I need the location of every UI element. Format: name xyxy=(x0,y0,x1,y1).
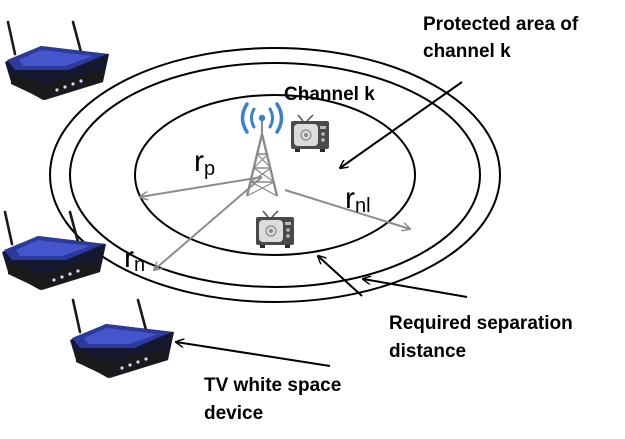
broadcast-tower-icon xyxy=(240,102,284,197)
protected-area-ring xyxy=(134,94,416,256)
radius-rp-label: rp xyxy=(194,145,216,181)
device-label-line2: device xyxy=(204,403,264,424)
television-icon-top xyxy=(290,114,330,153)
radius-rn-label: rn xyxy=(124,241,146,277)
separation-arrow-inner xyxy=(318,256,363,297)
wireless-router-icon-top xyxy=(3,20,111,102)
middle-ring xyxy=(69,62,481,288)
television-icon-bottom xyxy=(255,210,295,249)
radius-rnl-label: rnl xyxy=(345,182,371,218)
separation-arrow-outer xyxy=(363,279,468,298)
separation-label-line1: Required separation xyxy=(389,313,573,334)
wireless-router-icon-bottom xyxy=(68,298,176,380)
protected-area-label-line1: Protected area of xyxy=(423,14,579,35)
outer-separation-ring xyxy=(49,47,501,303)
device-label-line1: TV white space xyxy=(204,375,342,396)
protected-area-label-line2: channel k xyxy=(423,41,511,62)
radius-rnl-arrow xyxy=(284,189,410,229)
radius-rn-arrow xyxy=(154,176,263,270)
radius-rp-arrow xyxy=(140,176,263,197)
device-arrow xyxy=(176,342,331,367)
separation-label-line2: distance xyxy=(389,341,467,362)
channel-label: Channel k xyxy=(284,84,375,105)
protected-area-arrow xyxy=(340,81,463,168)
